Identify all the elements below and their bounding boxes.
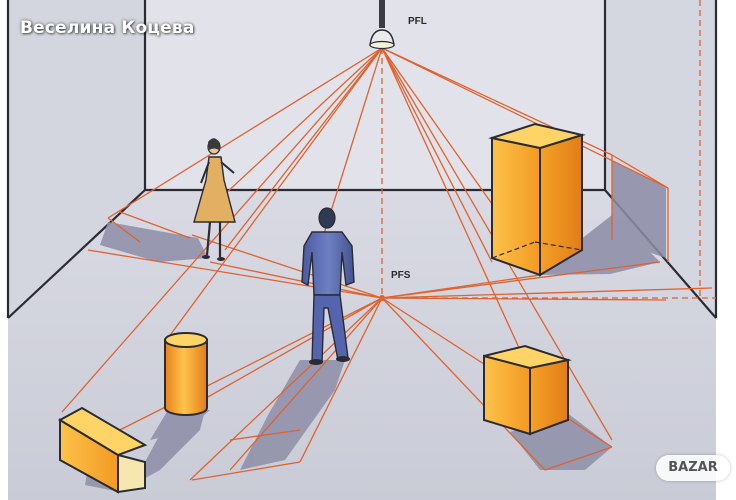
wall-shadow: [612, 160, 666, 258]
brand-watermark: BAZAR: [656, 455, 730, 481]
dashed-guides: [381, 0, 716, 300]
man-figure: [301, 207, 355, 365]
cylinder: [164, 332, 208, 416]
pfs-label: PFS: [391, 270, 411, 281]
man-shadow: [240, 360, 345, 470]
woman-figure: [193, 138, 236, 261]
ceiling-lamp: [369, 0, 395, 50]
cube: [483, 344, 572, 436]
seller-watermark: Веселина Коцева: [20, 18, 195, 38]
back-wall: [145, 0, 605, 190]
floor-point: [379, 295, 385, 301]
bar: [57, 406, 148, 494]
tall-box: [488, 122, 586, 277]
left-wall: [8, 0, 145, 318]
right-wall: [605, 0, 716, 318]
tall-box-shadow: [540, 215, 660, 275]
pfl-label: PFL: [408, 16, 427, 27]
